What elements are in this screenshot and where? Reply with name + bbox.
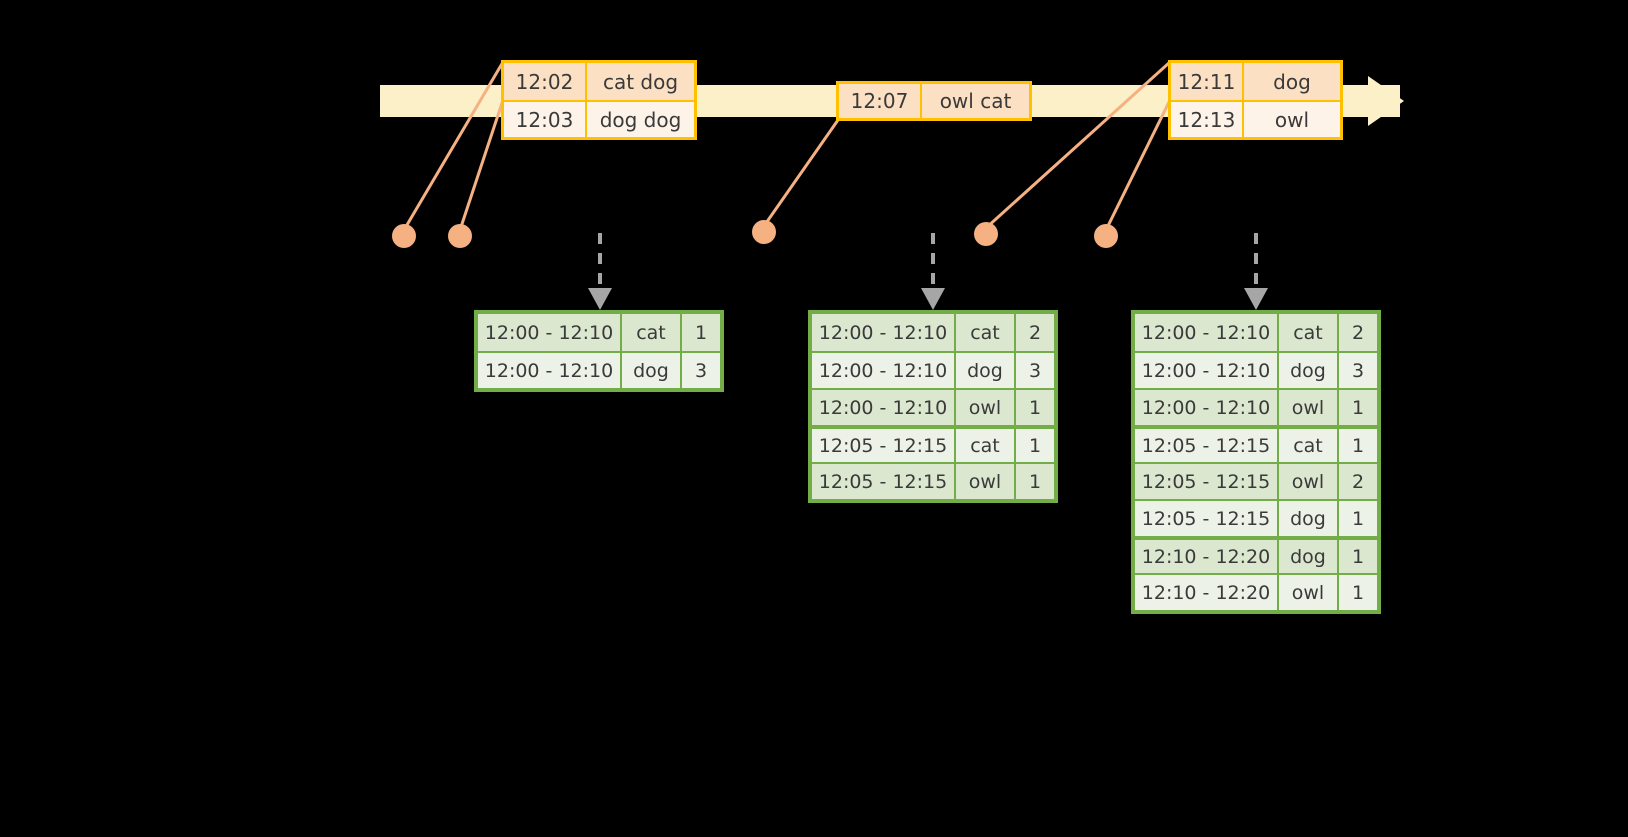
cell-key: dog (956, 353, 1016, 388)
connector-dot-5[interactable] (1094, 224, 1118, 248)
event-value: cat dog (602, 69, 679, 94)
cell-window: 12:05 - 12:15 (812, 464, 956, 499)
connector-dot-3[interactable] (752, 220, 776, 244)
cell-count: 1 (1351, 581, 1365, 604)
cell-key: cat (956, 429, 1016, 462)
cell-count: 1 (1028, 434, 1042, 457)
timeline-arrowhead-icon (1368, 76, 1404, 126)
connector-dot-1[interactable] (392, 224, 416, 248)
connector-dot-4[interactable] (974, 222, 998, 246)
event-box-3[interactable]: 12:11 dog 12:13 owl (1168, 60, 1343, 140)
cell-count: 2 (1351, 470, 1365, 493)
cell-key: owl (956, 464, 1016, 499)
down-arrow-icon-2 (921, 288, 945, 310)
cell-count: 1 (1351, 545, 1365, 568)
cell-key: dog (1279, 501, 1339, 536)
cell-window: 12:00 - 12:10 (1135, 353, 1279, 388)
cell-window: 12:00 - 12:10 (812, 314, 956, 351)
event-value: owl cat (939, 89, 1012, 113)
cell-count: 3 (1351, 359, 1365, 382)
cell-count: 1 (1028, 470, 1042, 493)
cell-key: cat (1279, 314, 1339, 351)
cell-window: 12:00 - 12:10 (478, 353, 622, 388)
cell-window: 12:05 - 12:15 (812, 429, 956, 462)
cell-key: owl (1279, 390, 1339, 425)
event-value: dog (1273, 69, 1311, 94)
event-box-2[interactable]: 12:07 owl cat (836, 81, 1032, 121)
connector-line-2 (458, 99, 505, 231)
cell-key: cat (1279, 429, 1339, 462)
cell-key: owl (1279, 464, 1339, 499)
event-time: 12:13 (1171, 102, 1244, 137)
cell-window: 12:00 - 12:10 (478, 314, 622, 351)
connector-line-3 (762, 119, 840, 227)
cell-key: owl (956, 390, 1016, 425)
event-value: owl (1274, 107, 1310, 132)
connector-dot-2[interactable] (448, 224, 472, 248)
event-time: 12:03 (504, 102, 587, 137)
connector-line-5 (1104, 99, 1172, 231)
cell-count: 3 (1028, 359, 1042, 382)
event-row[interactable]: 12:11 dog (1171, 63, 1340, 100)
cell-window: 12:05 - 12:15 (1135, 429, 1279, 462)
event-time: 12:02 (504, 63, 587, 100)
cell-key: owl (1279, 575, 1339, 610)
cell-key: dog (622, 353, 682, 388)
cell-window: 12:10 - 12:20 (1135, 575, 1279, 610)
event-row[interactable]: 12:02 cat dog (504, 63, 694, 100)
cell-count: 3 (694, 359, 708, 382)
cell-key: dog (1279, 540, 1339, 573)
cell-window: 12:00 - 12:10 (1135, 390, 1279, 425)
down-arrow-icon-3 (1244, 288, 1268, 310)
cell-count: 1 (694, 321, 708, 344)
cell-count: 1 (1351, 507, 1365, 530)
cell-window: 12:00 - 12:10 (812, 353, 956, 388)
cell-count: 2 (1351, 321, 1365, 344)
cell-count: 2 (1028, 321, 1042, 344)
event-row[interactable]: 12:03 dog dog (504, 100, 694, 137)
cell-key: cat (956, 314, 1016, 351)
event-row[interactable]: 12:13 owl (1171, 100, 1340, 137)
cell-count: 1 (1351, 396, 1365, 419)
cell-count: 1 (1028, 396, 1042, 419)
event-time: 12:07 (839, 84, 922, 118)
cell-key: cat (622, 314, 682, 351)
cell-window: 12:10 - 12:20 (1135, 540, 1279, 573)
cell-key: dog (1279, 353, 1339, 388)
cell-window: 12:00 - 12:10 (1135, 314, 1279, 351)
cell-window: 12:00 - 12:10 (812, 390, 956, 425)
event-row[interactable]: 12:07 owl cat (839, 84, 1029, 118)
down-arrow-icon-1 (588, 288, 612, 310)
event-value: dog dog (599, 107, 682, 132)
cell-window: 12:05 - 12:15 (1135, 464, 1279, 499)
cell-count: 1 (1351, 434, 1365, 457)
event-time: 12:11 (1171, 63, 1244, 100)
event-box-1[interactable]: 12:02 cat dog 12:03 dog dog (501, 60, 697, 140)
cell-window: 12:05 - 12:15 (1135, 501, 1279, 536)
